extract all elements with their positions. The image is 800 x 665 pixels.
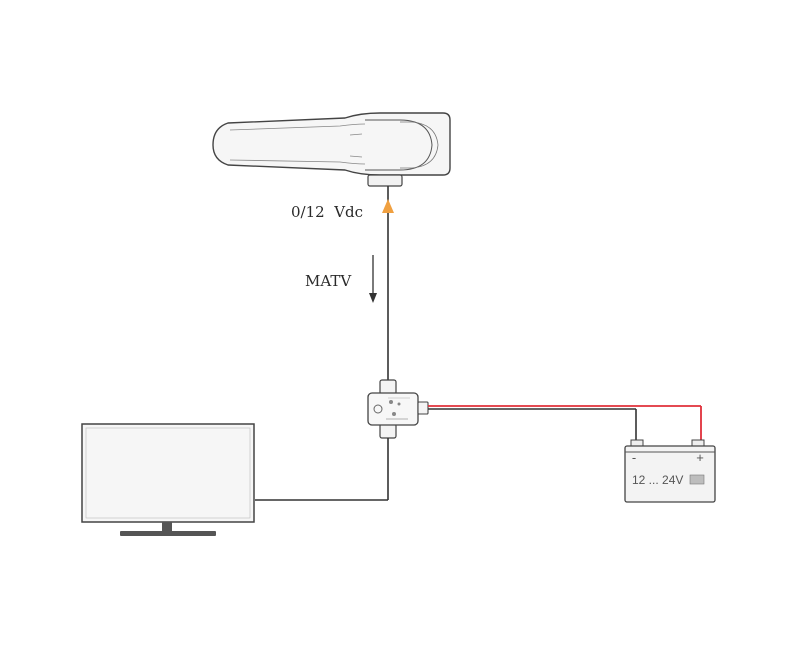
power-injector — [367, 379, 429, 439]
battery-voltage-label: 12 ... 24V — [632, 473, 683, 487]
voltage-label: 0/12 Vdc — [291, 203, 363, 221]
battery — [624, 439, 716, 503]
signal-label: MATV — [305, 272, 352, 290]
battery-negative-label: - — [632, 450, 636, 465]
television — [81, 423, 255, 536]
voltage-arrow-icon — [382, 199, 394, 213]
signal-arrow-icon — [369, 255, 377, 303]
antenna-unit — [212, 112, 451, 187]
battery-positive-label: + — [696, 450, 704, 465]
